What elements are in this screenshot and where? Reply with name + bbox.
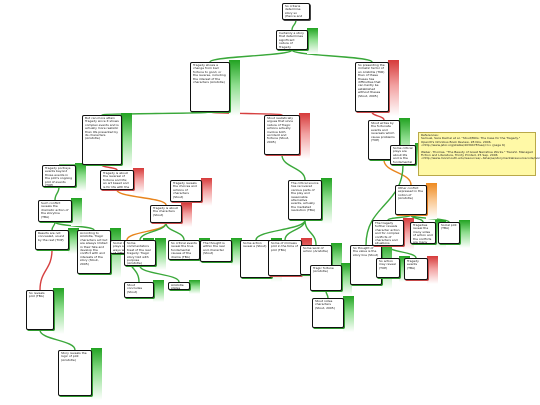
connector-n7-n22 — [284, 219, 306, 241]
node-strength-bar — [189, 280, 200, 294]
argument-node[interactable]: Stout concludes (Stout) — [124, 282, 154, 298]
node-strength-bar — [427, 256, 438, 284]
connector-n15-n34 — [39, 249, 53, 291]
node-strength-bar — [155, 238, 166, 270]
node-strength-bar — [321, 178, 332, 224]
connector-n1-n2 — [209, 49, 293, 63]
argument-node[interactable]: Some commentators treat of the real trag… — [124, 240, 156, 266]
node-strength-bar — [229, 60, 240, 116]
connector-n14-n18 — [139, 222, 167, 241]
node-strength-bar — [201, 178, 212, 206]
argument-node[interactable]: Certainly a story that determines signif… — [276, 30, 308, 50]
argument-node[interactable]: Stout writes by the fortunate events and… — [368, 120, 400, 160]
node-strength-bar — [121, 113, 132, 169]
argument-node[interactable]: Tragedy shows a change from bad fortune … — [190, 62, 230, 112]
argument-node[interactable]: Some of mimesis plot in the time of plot… — [268, 240, 302, 276]
argument-node[interactable]: So criteria determine story so (Hence an… — [282, 3, 310, 20]
argument-node[interactable]: Tragedy events (TBA) — [404, 258, 428, 280]
node-strength-bar — [53, 288, 64, 334]
connector-n5-n7 — [281, 154, 306, 181]
argument-node[interactable]: Tragedies reveal the many sides of actio… — [410, 222, 436, 244]
node-strength-bar — [331, 243, 342, 279]
references-note: References:Samuel, Sara Rachel et al. "S… — [418, 132, 540, 176]
argument-node[interactable]: The critical source has recovered variou… — [288, 180, 322, 220]
connector-n0-n1 — [291, 19, 297, 31]
argument-node[interactable]: Some critical plays are about life and i… — [390, 145, 416, 165]
argument-node[interactable]: Tragedy is about the reversal of fortune… — [100, 170, 134, 190]
connector-n4-n8 — [101, 164, 118, 171]
reference-line: Samuel, Sara Rachel et al. "Stout/Mills:… — [421, 136, 521, 148]
argument-node[interactable]: But can more attain Tragedy since it sho… — [82, 115, 122, 165]
argument-node[interactable]: Stout realistically argues that since na… — [264, 115, 300, 155]
node-strength-bar — [459, 220, 470, 248]
reference-line: References: — [421, 133, 439, 137]
argument-node[interactable]: So action may reveal (TOP) — [376, 258, 400, 278]
connector-n7-n23 — [304, 219, 317, 246]
argument-node[interactable]: Some action reveal a (Stout) — [240, 240, 272, 278]
argument-node[interactable]: The thought is within the real and chara… — [200, 240, 232, 262]
argument-node[interactable]: The tragedy further reveals character ac… — [372, 220, 404, 246]
connector-n6-n9 — [54, 186, 60, 201]
connector-n13-n25 — [387, 214, 412, 221]
argument-node[interactable]: Tragic fortune (Aristotle) — [310, 265, 342, 291]
argument-node[interactable]: So critical events reveal the true funda… — [168, 240, 200, 260]
argument-node[interactable]: So presenting the mimetic factor of an A… — [355, 62, 389, 112]
argument-node[interactable]: Other conflict expressed in the notion o… — [395, 185, 427, 215]
node-strength-bar — [153, 280, 164, 302]
node-strength-bar — [91, 348, 102, 400]
connector-n32-n33 — [325, 290, 329, 299]
argument-node[interactable]: Story reveals the logic of plot (Aristot… — [58, 350, 92, 396]
reference-line: Weber, Thomas. "The Beauty of Great Narr… — [421, 149, 540, 161]
node-strength-bar — [181, 203, 192, 227]
connector-n9-n15 — [51, 221, 56, 231]
node-strength-bar — [133, 168, 144, 194]
node-strength-bar — [71, 198, 82, 226]
argument-node[interactable]: According to Aristotle, Tragic character… — [77, 230, 111, 274]
argument-node[interactable]: Tragedy reveals the choices and actions … — [170, 180, 202, 202]
argument-node[interactable]: Social plot (TBA) — [438, 222, 460, 244]
argument-node[interactable]: Such conflict reveals the dramatic actio… — [38, 200, 72, 222]
connector-n2-n4 — [101, 111, 211, 116]
node-strength-bar — [403, 218, 414, 250]
node-strength-bar — [426, 183, 437, 219]
node-strength-bar — [299, 113, 310, 159]
connector-n14-n19 — [165, 222, 185, 241]
connector-n34-n35 — [39, 329, 76, 351]
argument-node[interactable]: Tragedy portrays events beyond those eve… — [42, 165, 76, 187]
connector-n9-n16 — [54, 221, 95, 231]
node-strength-bar — [68, 228, 79, 254]
node-strength-bar — [343, 296, 354, 332]
connector-n12-n24 — [365, 164, 404, 246]
argument-node[interactable]: Results are not concealed, sound by the … — [35, 230, 69, 250]
argument-node[interactable]: Stout notes characters (Stout, 2005) — [312, 298, 344, 328]
connector-n18-n31 — [139, 265, 180, 283]
connector-n2-n5 — [209, 111, 283, 116]
argument-node[interactable]: Aristotle states that mimesis (TOP) — [168, 282, 190, 290]
connector-n7-n21 — [255, 219, 306, 241]
connector-n11-n13 — [383, 159, 412, 186]
connector-n3-n11 — [371, 111, 385, 121]
argument-node[interactable]: So reveals plot (TBA) — [26, 290, 54, 330]
connector-n1-n3 — [291, 49, 373, 63]
node-strength-bar — [231, 238, 242, 266]
node-strength-bar — [388, 60, 399, 116]
node-strength-bar — [307, 28, 318, 54]
node-strength-bar — [399, 118, 410, 164]
argument-node[interactable]: Tragedy is about the characters (Stout) — [150, 205, 182, 223]
node-strength-bar — [341, 263, 352, 295]
node-strength-bar — [75, 163, 86, 191]
connector-n8-n14 — [116, 189, 167, 206]
